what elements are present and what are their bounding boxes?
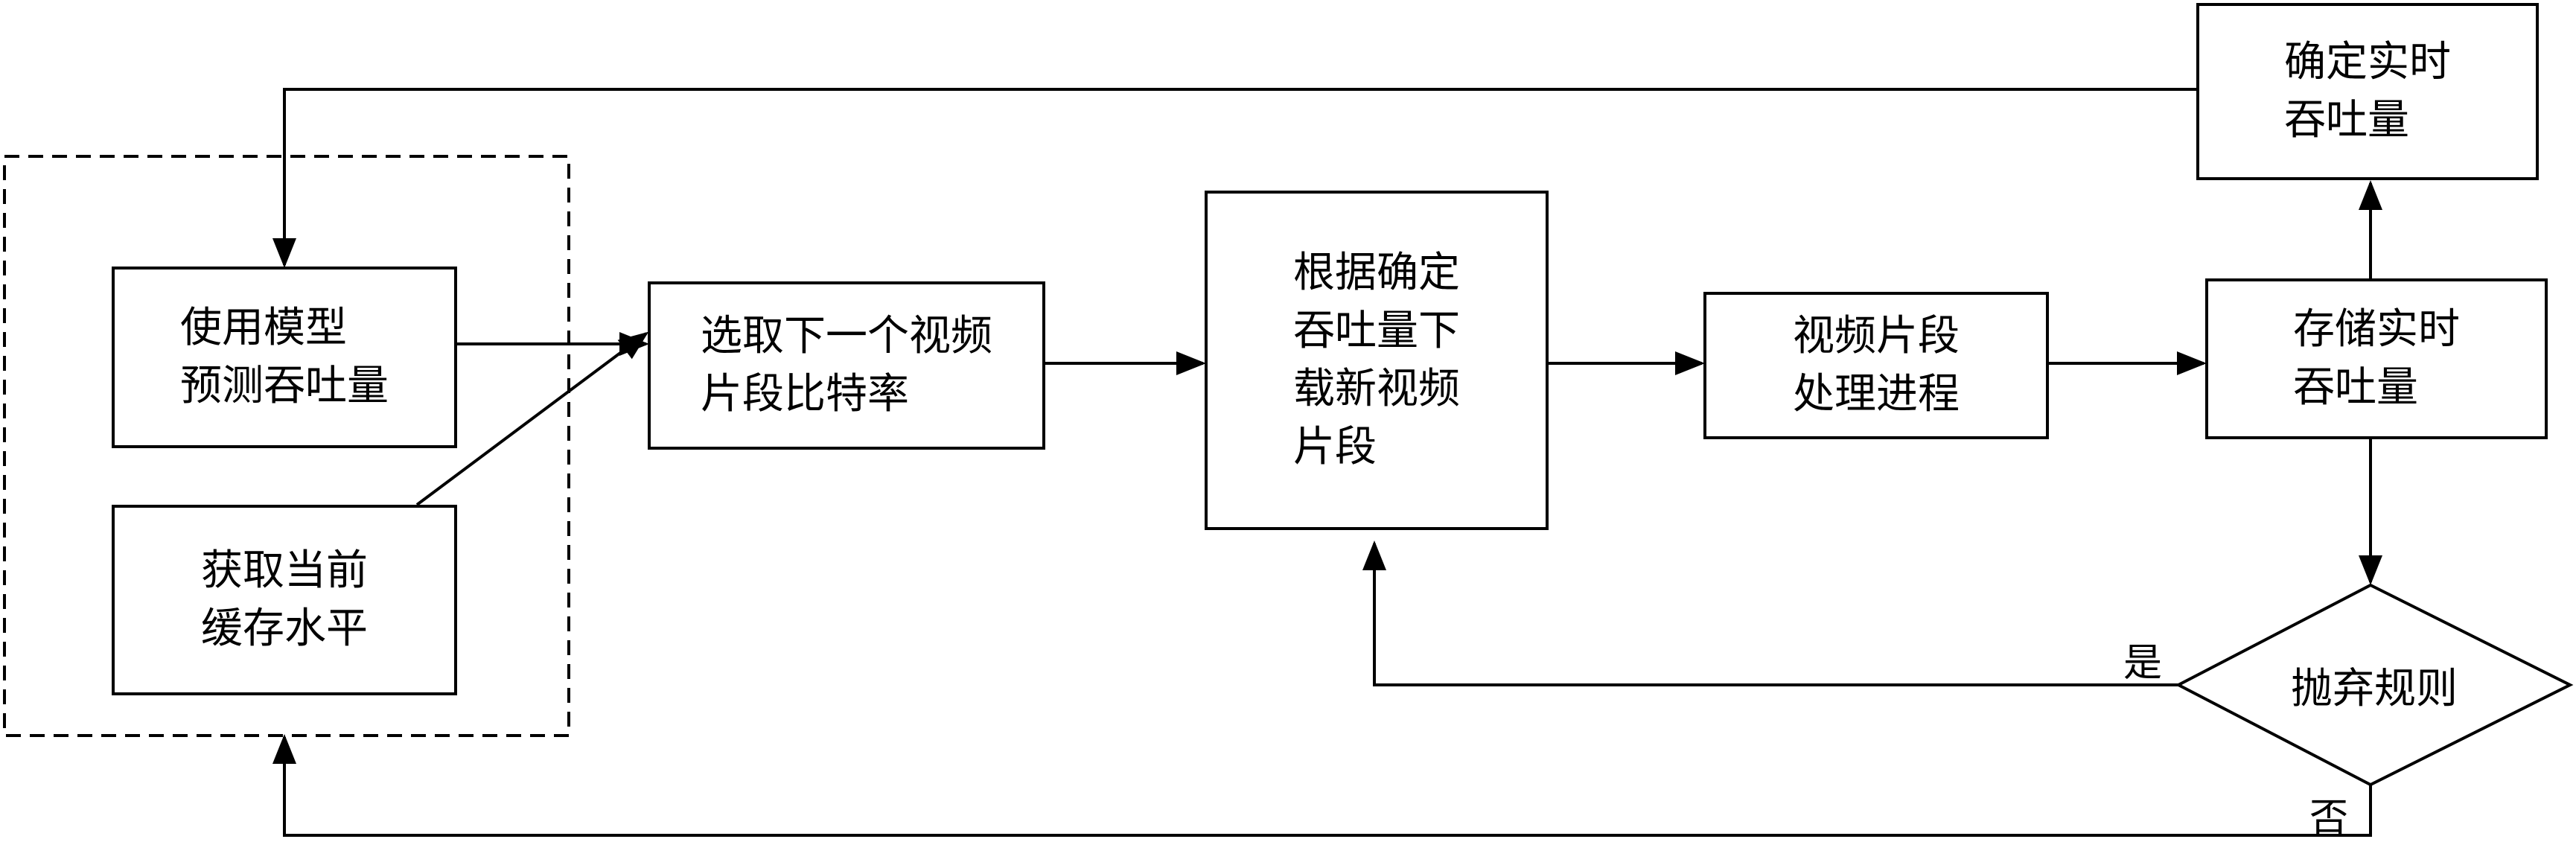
predict-throughput-line-2: 预测吞吐量 [180,362,389,410]
edge-discard-yes-to-download [1362,540,2178,686]
store-throughput-text: 存储实时 吞吐量 [2293,301,2460,417]
confirm-throughput-box: 确定实时 吞吐量 [2196,3,2539,180]
download-segment-line-1: 根据确定 [1293,249,1460,297]
segment-processing-line-1: 视频片段 [1793,312,1960,360]
download-segment-line-4: 片段 [1293,423,1377,471]
download-segment-line-3: 载新视频 [1293,365,1460,413]
download-segment-line-2: 吞吐量下 [1293,307,1460,355]
discard-rule-diamond-shape [2175,583,2574,787]
segment-processing-box: 视频片段 处理进程 [1703,292,2049,439]
buffer-level-line-2: 缓存水平 [201,605,368,653]
buffer-level-line-1: 获取当前 [201,546,368,595]
segment-processing-text: 视频片段 处理进程 [1793,307,1960,424]
store-throughput-box: 存储实时 吞吐量 [2205,278,2548,439]
store-throughput-line-2: 吞吐量 [2293,363,2418,412]
buffer-level-box: 获取当前 缓存水平 [112,505,457,695]
download-segment-text: 根据确定 吞吐量下 载新视频 片段 [1293,244,1460,476]
select-bitrate-text: 选取下一个视频 片段比特率 [701,307,992,424]
download-segment-box: 根据确定 吞吐量下 载新视频 片段 [1205,191,1549,530]
edge-buffer-to-bitrate [415,331,649,506]
discard-rule-label: 抛弃规则 [2291,664,2458,713]
select-bitrate-box: 选取下一个视频 片段比特率 [648,281,1045,450]
segment-processing-line-2: 处理进程 [1793,370,1960,418]
edge-confirm-to-predict [272,88,2196,268]
buffer-level-text: 获取当前 缓存水平 [201,542,368,658]
predict-throughput-line-1: 使用模型 [180,304,347,352]
predict-throughput-box: 使用模型 预测吞吐量 [112,267,457,448]
store-throughput-line-1: 存储实时 [2293,305,2460,354]
confirm-throughput-line-1: 确定实时 [2284,38,2451,86]
confirm-throughput-line-2: 吞吐量 [2284,96,2409,144]
edge-discard-no-to-group [272,734,2372,837]
predict-throughput-text: 使用模型 预测吞吐量 [180,299,389,415]
edge-label-yes: 是 [2123,641,2163,686]
discard-rule-decision: 抛弃规则 [2178,585,2570,785]
confirm-throughput-text: 确定实时 吞吐量 [2284,34,2451,150]
select-bitrate-line-2: 片段比特率 [701,370,909,418]
edge-label-no: 否 [2309,796,2349,841]
select-bitrate-line-1: 选取下一个视频 [701,312,992,360]
